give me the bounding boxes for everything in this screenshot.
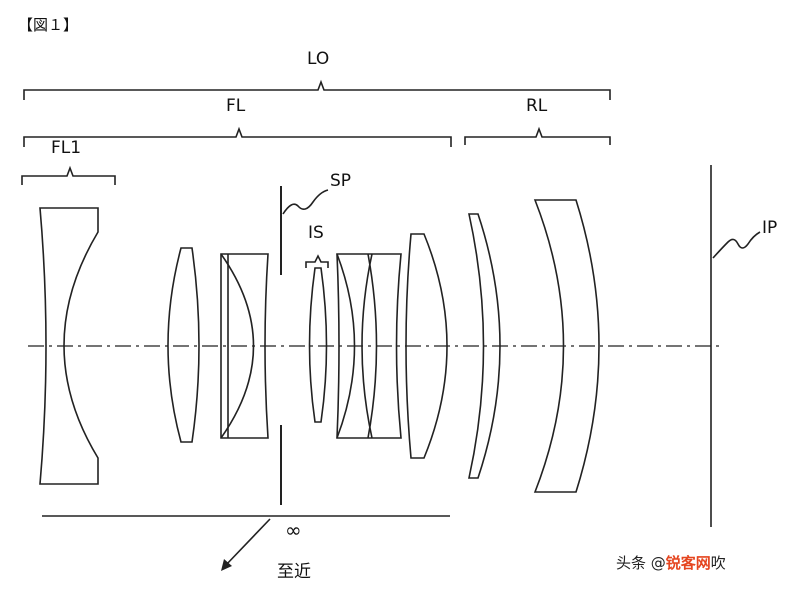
figure-number: 【図１】 (18, 16, 79, 34)
lens-positive (405, 233, 448, 459)
is-lens (308, 267, 328, 423)
sp-leader (282, 189, 329, 215)
focus-arrow-shaft (224, 518, 271, 567)
watermark: 头条 @锐客网吹 (616, 552, 726, 573)
label-rl: RL (526, 96, 548, 116)
rl-lens-1 (468, 213, 501, 479)
fl1-brace (21, 165, 116, 185)
fl-brace (23, 126, 452, 147)
watermark-prefix: 头条 @ (616, 554, 666, 572)
label-is: IS (308, 223, 324, 243)
label-fl: FL (226, 96, 246, 116)
lens-triplet (336, 253, 402, 439)
triplet-interface-2 (361, 253, 373, 439)
label-ip: IP (762, 218, 777, 238)
lens-3 (220, 253, 269, 439)
label-infinity: ∞ (285, 518, 302, 542)
label-fl1: FL1 (51, 138, 81, 158)
lens-3-interface (220, 253, 255, 439)
is-brace (305, 254, 329, 268)
rl-brace (464, 126, 611, 145)
lens-1 (39, 207, 99, 485)
focus-arrow-head (221, 559, 232, 571)
triplet-interface-3 (367, 253, 378, 439)
label-lo: LO (307, 49, 329, 69)
rl-lens-2 (533, 199, 600, 493)
lo-brace (23, 79, 611, 100)
triplet-interface-1 (336, 253, 356, 439)
label-sp: SP (330, 171, 351, 191)
lens-2 (167, 247, 200, 443)
watermark-brand: 锐客网 (665, 554, 711, 572)
ip-leader (712, 231, 761, 259)
watermark-suffix: 吹 (710, 554, 726, 572)
label-close: 至近 (277, 562, 311, 582)
